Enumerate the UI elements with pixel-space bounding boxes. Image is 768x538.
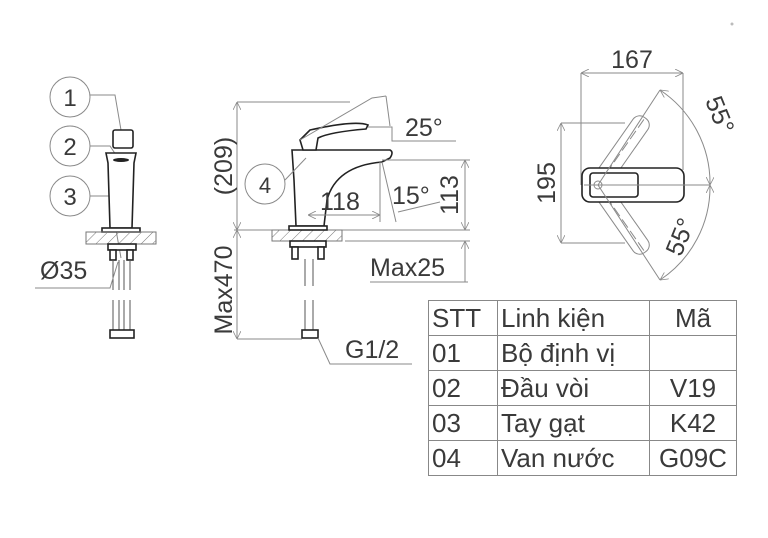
row-name: Tay gạt	[497, 405, 650, 441]
row-name: Đầu vòi	[497, 370, 650, 406]
lever-angle-label: 25°	[405, 114, 443, 142]
width-label: 167	[611, 46, 653, 74]
height-total-label: (209)	[210, 137, 238, 195]
top-view: 167 195 55° 55°	[533, 46, 739, 280]
table-row: 04 Van nước G09C	[428, 440, 737, 476]
table-row: 03 Tay gạt K42	[428, 405, 737, 441]
front-view: 4 (209) Max470 G1/2 25° 113 118 15° Max2…	[210, 95, 470, 365]
header-component: Linh kiện	[497, 300, 650, 336]
row-stt: 04	[428, 440, 498, 476]
row-code: V19	[649, 370, 737, 406]
row-stt: 02	[428, 370, 498, 406]
callout-3-circle	[49, 76, 91, 118]
rotation-up-label: 55°	[699, 92, 739, 138]
max-hose-length-label: Max470	[210, 246, 238, 335]
row-stt: 03	[428, 405, 498, 441]
callout-2-label: 2	[63, 134, 76, 161]
row-name: Bộ định vị	[497, 335, 650, 371]
spout-angle-label: 15°	[392, 182, 430, 210]
row-code: K42	[649, 405, 737, 441]
parts-table: STT Linh kiện Mã 01 Bộ định vị 02 Đầu vò…	[428, 300, 737, 476]
max-deck-thickness-label: Max25	[370, 254, 445, 282]
rotation-down-label: 55°	[661, 214, 701, 260]
row-name: Van nước	[497, 440, 650, 476]
row-stt: 01	[428, 335, 498, 371]
callout-4-label: 4	[259, 173, 271, 198]
table-row: 01 Bộ định vị	[428, 335, 737, 371]
depth-label: 195	[533, 162, 561, 204]
row-code: G09C	[649, 440, 737, 476]
connection-label: G1/2	[345, 336, 399, 364]
spout-height-label: 113	[436, 175, 464, 215]
row-code	[649, 335, 737, 371]
table-row: 02 Đầu vòi V19	[428, 370, 737, 406]
callout-1-label: 3	[63, 184, 76, 211]
callout-3-label: 1	[63, 85, 76, 112]
header-stt: STT	[428, 300, 498, 336]
table-header-row: STT Linh kiện Mã	[428, 300, 737, 336]
header-code: Mã	[649, 300, 737, 336]
diameter-label: Ø35	[40, 257, 87, 285]
spout-reach-label: 118	[320, 188, 360, 216]
side-view: 1 2 3 Ø35	[35, 76, 157, 339]
